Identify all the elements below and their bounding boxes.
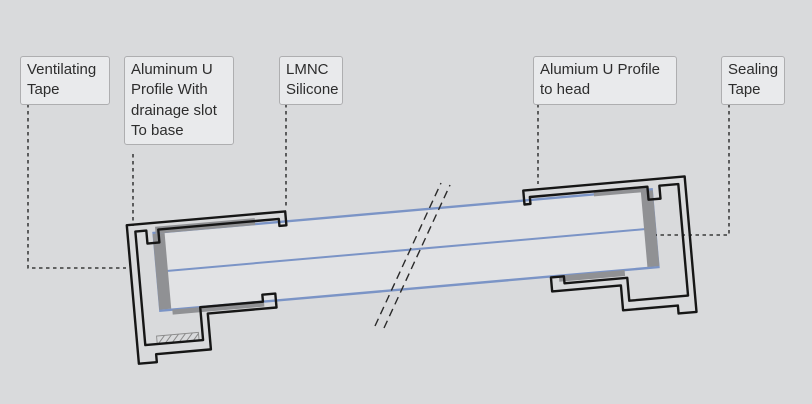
leader-ventilating-tape <box>27 104 126 269</box>
left-u-profile-outline <box>125 210 288 365</box>
label-sealing-tape: Sealing Tape <box>721 56 785 105</box>
right-bottom-gasket <box>558 270 626 282</box>
label-ventilating-tape: Ventilating Tape <box>20 56 110 105</box>
panel-center-line <box>157 227 655 273</box>
label-lmnc-silicone: LMNC Silicone <box>279 56 343 105</box>
sealing-tape-strip <box>640 190 660 268</box>
label-aluminum-u-profile-base: Aluminum U Profile With drainage slot To… <box>124 56 234 145</box>
right-u-profile-outline <box>522 175 698 315</box>
leader-sealing-tape <box>656 104 730 236</box>
label-alumium-u-profile-head: Alumium U Profile to head <box>533 56 677 105</box>
ventilating-tape-strip <box>152 232 172 310</box>
left-bottom-gasket <box>172 301 265 315</box>
break-line <box>374 182 451 329</box>
drainage-slot-hatch <box>156 331 200 345</box>
